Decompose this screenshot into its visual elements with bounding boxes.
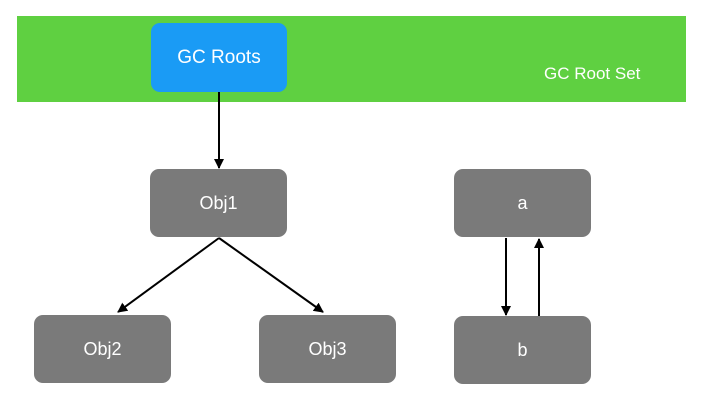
node-obj1: Obj1: [150, 169, 287, 237]
edge-obj1-obj3: [218, 237, 324, 313]
edge-obj1-obj2: [117, 237, 220, 313]
node-obj2: Obj2: [34, 315, 171, 383]
node-a: a: [454, 169, 591, 237]
gc-root-set-band: [17, 16, 686, 102]
gc-root-set-label: GC Root Set: [544, 64, 641, 83]
node-b: b: [454, 316, 591, 384]
node-gc-roots: GC Roots: [151, 23, 287, 92]
node-obj3: Obj3: [259, 315, 396, 383]
